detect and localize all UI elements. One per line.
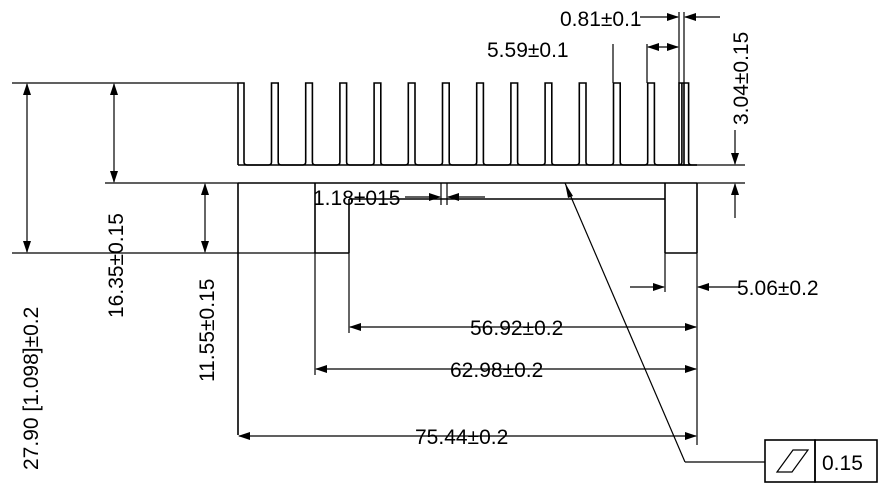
fin-thickness-label: 0.81±0.1	[560, 8, 642, 31]
flatness-tolerance: 0.15	[822, 452, 863, 475]
leg-width-label: 5.06±0.2	[737, 277, 819, 300]
dimension-lines	[23, 13, 765, 463]
flatness-symbol-icon	[775, 449, 810, 473]
fin-pitch-label: 5.59±0.1	[487, 39, 569, 62]
fin-tip-height-label: 3.04±0.15	[730, 32, 753, 125]
base-thickness-label: 1.18±015	[313, 187, 400, 210]
flatness-callout: 0.15	[764, 439, 878, 483]
outer-leg-width-label: 62.98±0.2	[450, 359, 543, 382]
heatsink-profile	[237, 82, 698, 435]
fin-height-label: 16.35±0.15	[105, 213, 128, 318]
leg-height-label: 11.55±0.15	[196, 279, 219, 382]
inner-width-label: 56.92±0.2	[470, 317, 563, 340]
dimension-labels: 0.81±0.1 5.59±0.1 3.04±0.15 1.18±015 27.…	[20, 8, 819, 470]
total-height-label: 27.90 [1.098]±0.2	[20, 307, 43, 470]
overall-width-label: 75.44±0.2	[415, 426, 508, 449]
